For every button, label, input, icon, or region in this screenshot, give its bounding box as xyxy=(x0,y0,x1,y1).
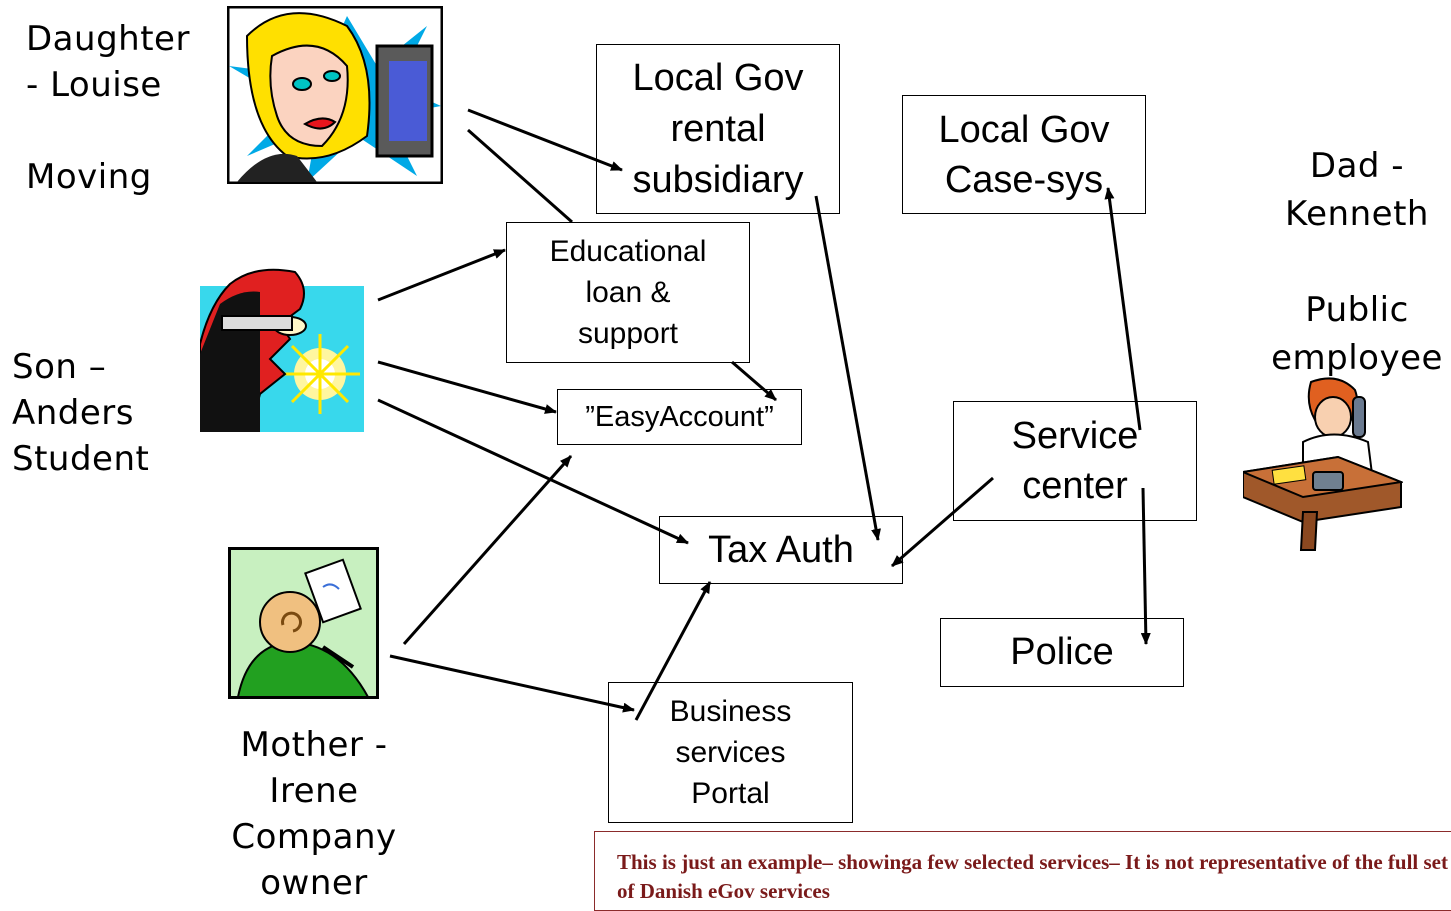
police-box: Police xyxy=(940,618,1184,687)
business-portal-box: Business services Portal xyxy=(608,682,853,823)
arrow-rental-to-tax-auth xyxy=(814,195,881,541)
son-label: Son – Anders Student xyxy=(12,347,150,479)
arrow-service-center-to-case-sys xyxy=(1104,187,1142,431)
line-daughter-to-educational xyxy=(467,128,573,224)
mother-clipart-image xyxy=(228,547,379,699)
daughter-clipart-image xyxy=(226,5,444,185)
arrow-service-center-to-tax-auth xyxy=(891,476,994,568)
arrow-son-to-tax-auth xyxy=(377,398,689,545)
arrow-business-portal-to-tax-auth xyxy=(634,581,712,721)
arrow-mother-to-business-portal xyxy=(389,654,635,713)
dad-label: Dad - Kenneth Public employee xyxy=(1271,146,1443,378)
arrow-service-center-to-police xyxy=(1140,487,1151,645)
easyaccount-box: ”EasyAccount” xyxy=(557,389,802,445)
arrow-daughter-to-rental xyxy=(467,108,623,172)
arrow-son-to-easyaccount xyxy=(377,360,557,414)
arrow-son-to-educational xyxy=(377,248,506,302)
arrow-educational-to-easyaccount xyxy=(731,360,777,402)
arrow-mother-to-easyaccount xyxy=(402,455,573,645)
mother-label: Mother - Irene Company owner xyxy=(231,725,397,903)
dad-clipart-image xyxy=(1239,372,1405,552)
service-center-box: Service center xyxy=(953,401,1197,521)
rental-subsidiary-box: Local Gov rental subsidiary xyxy=(596,44,840,214)
educational-loan-box: Educational loan & support xyxy=(506,222,750,363)
daughter-label: Daughter - Louise Moving xyxy=(26,19,190,197)
tax-auth-box: Tax Auth xyxy=(659,516,903,584)
son-clipart-image xyxy=(199,264,364,433)
